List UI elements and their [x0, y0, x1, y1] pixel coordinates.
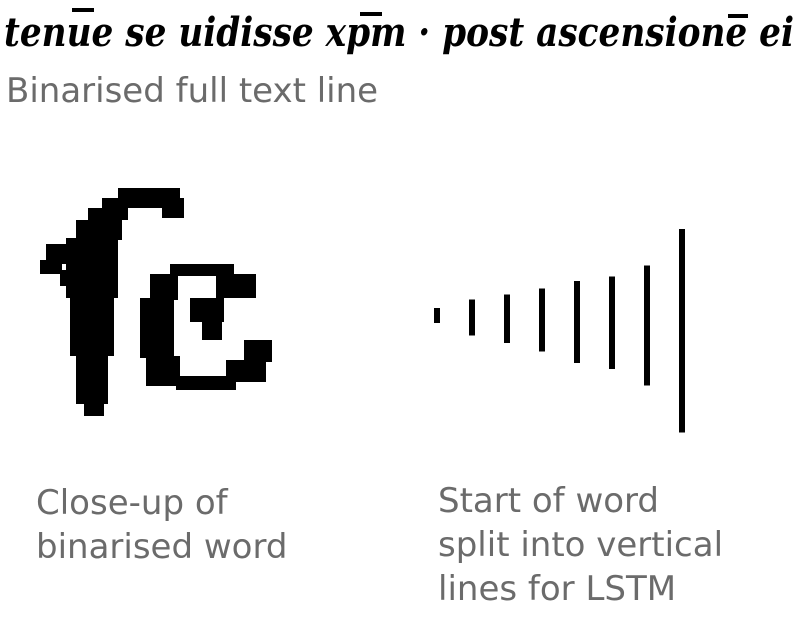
vertical-strips-diagram — [434, 229, 685, 433]
abbreviation-mark — [728, 14, 748, 18]
vertical-strip-line — [679, 229, 685, 433]
vertical-strip-line — [504, 294, 510, 343]
vertical-strip-line — [469, 299, 475, 336]
e-glyph — [140, 264, 272, 390]
vertical-strip-line — [574, 280, 580, 363]
caption-closeup-word: Close-up of binarised word — [36, 483, 288, 567]
caption-full-text-line: Binarised full text line — [6, 71, 379, 111]
vertical-strip-line — [539, 288, 545, 352]
binarised-text-line-image: tenue se uidisse xpm · post ascensione e… — [4, 8, 794, 56]
abbreviation-mark — [72, 8, 94, 12]
vertical-strip-line — [434, 308, 440, 323]
strips-group — [434, 229, 685, 433]
vertical-strip-line — [644, 265, 650, 386]
caption-vertical-split: Start of word split into vertical lines … — [438, 481, 724, 609]
manuscript-text: tenue se uidisse xpm · post ascensione e… — [4, 9, 794, 56]
abbreviation-mark — [360, 12, 382, 16]
binarised-word-closeup: se — [40, 188, 272, 416]
vertical-strip-line — [609, 276, 615, 369]
long-s-glyph — [40, 188, 184, 416]
